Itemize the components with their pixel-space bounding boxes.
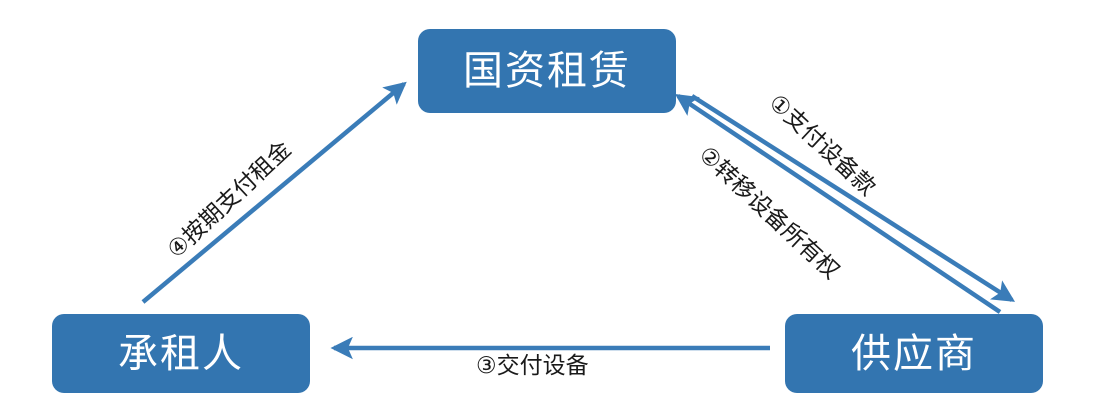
node-supplier-label: 供应商 <box>851 330 977 377</box>
node-supplier[interactable]: 供应商 <box>785 314 1043 393</box>
arrow-pay-equipment <box>690 94 1016 302</box>
arrow-transfer-ownership <box>675 93 1002 314</box>
node-lessee-label: 承租人 <box>118 330 244 377</box>
node-lessee[interactable]: 承租人 <box>52 314 310 393</box>
node-lessor-label: 国资租赁 <box>463 48 631 94</box>
arrow-pay-rent <box>141 81 407 304</box>
node-lessor[interactable]: 国资租赁 <box>418 29 676 113</box>
edge-label-deliver-equipment: ③交付设备 <box>476 353 589 379</box>
